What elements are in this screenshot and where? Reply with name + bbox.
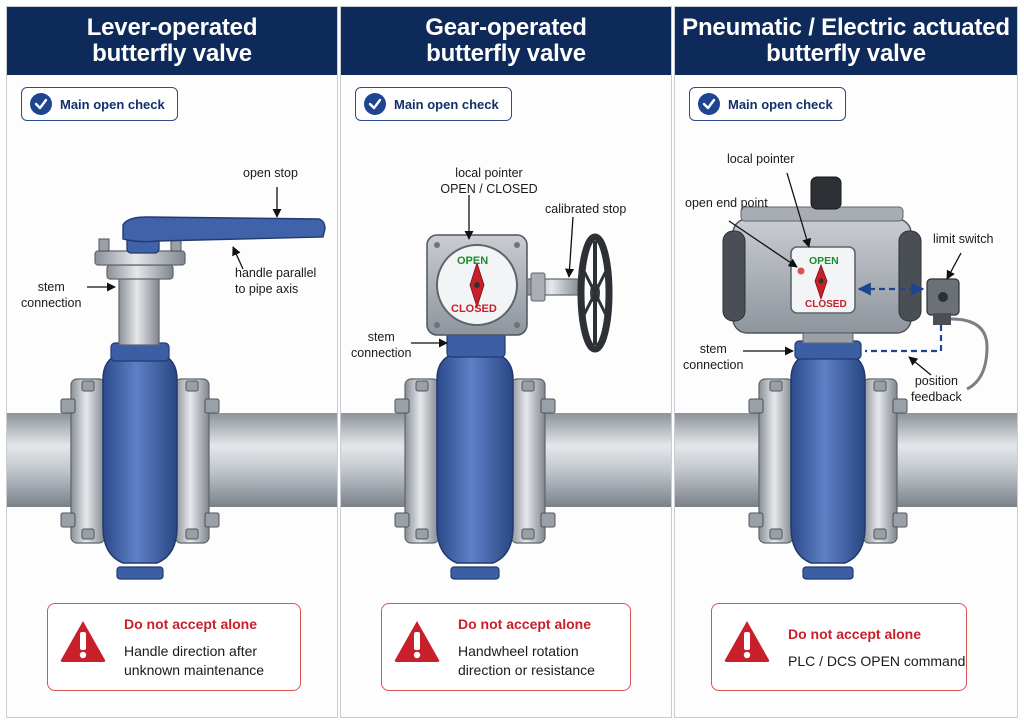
panel-title: Gear-operated butterfly valve [425,14,587,67]
main-open-check-badge: Main open check [355,87,512,121]
calibrated-stop-arrow [565,216,575,278]
panel-header: Pneumatic / Electric actuated butterfly … [675,7,1017,75]
check-label: Main open check [60,96,165,112]
open-end-point-arrow [728,220,798,268]
warning-triangle-icon [60,621,106,662]
indicator-closed-label: CLOSED [805,299,847,310]
panel-actuated: Pneumatic / Electric actuated butterfly … [674,6,1018,718]
warning-title: Do not accept alone [788,626,922,642]
valve-body [790,352,866,564]
indicator-open-label: OPEN [457,255,489,267]
callout-stem-connection: stem connection [21,280,82,310]
check-label: Main open check [394,96,499,112]
callout-stem-connection: stem connection [683,342,744,372]
checkmark-icon [698,93,720,115]
lever-valve-illustration [7,187,337,580]
gear-valve-illustration [341,195,671,580]
right-flange [862,378,898,544]
callout-stem-connection: stem connection [351,330,412,360]
main-open-check-badge: Main open check [21,87,178,121]
panel-gear: Gear-operated butterfly valve Main open … [340,6,672,718]
actuator-top-indicator [810,176,842,210]
panel-lever: Lever-operated butterfly valve Main open… [6,6,338,718]
lever-handle [122,216,326,243]
valve-body [436,352,514,564]
feedback-path [865,325,943,353]
right-flange [174,378,210,544]
checkmark-icon [30,93,52,115]
panel-header: Lever-operated butterfly valve [7,7,337,75]
callout-open-end-point: open end point [685,196,768,210]
panel-title: Pneumatic / Electric actuated butterfly … [682,14,1010,67]
panel-header: Gear-operated butterfly valve [341,7,671,75]
callout-open-stop: open stop [243,166,298,180]
left-flange [404,378,440,544]
warning-text: Handwheel rotation direction or resistan… [458,643,595,678]
local-pointer-arrow [786,172,812,248]
warning-triangle-icon [394,621,440,662]
handwheel [577,233,613,353]
stem [118,276,160,346]
callout-handle-parallel: handle parallel to pipe axis [235,266,317,296]
warning-triangle-icon [724,621,770,662]
callout-calibrated-stop: calibrated stop [545,202,627,216]
limit-switch-arrow [946,252,962,280]
callout-position-feedback: position feedback [911,374,962,404]
warning-title: Do not accept alone [124,616,258,632]
checkmark-icon [364,93,386,115]
callout-local-pointer: local pointer OPEN / CLOSED [440,166,538,196]
panel-title: Lever-operated butterfly valve [86,14,258,67]
callout-limit-switch: limit switch [933,232,994,246]
right-flange [510,378,546,544]
warning-text: PLC / DCS OPEN command [788,653,966,669]
valve-body [102,352,178,564]
check-label: Main open check [728,96,833,112]
left-flange [70,378,106,544]
warning-box: Do not accept alone PLC / DCS OPEN comma… [711,603,967,691]
indicator-open-label: OPEN [809,255,839,267]
warning-title: Do not accept alone [458,616,592,632]
warning-box: Do not accept alone Handwheel rotation d… [381,603,631,691]
actuated-valve-illustration [675,172,1017,580]
warning-text: Handle direction after unknown maintenan… [124,643,265,678]
main-open-check-badge: Main open check [689,87,846,121]
warning-box: Do not accept alone Handle direction aft… [47,603,301,691]
left-flange [758,378,794,544]
callout-local-pointer: local pointer [727,152,795,166]
handle-parallel-arrow [232,246,244,270]
open-end-point-marker [797,267,805,275]
indicator-closed-label: CLOSED [451,303,497,315]
position-feedback-arrow [908,356,932,376]
switch-cable [950,317,989,391]
